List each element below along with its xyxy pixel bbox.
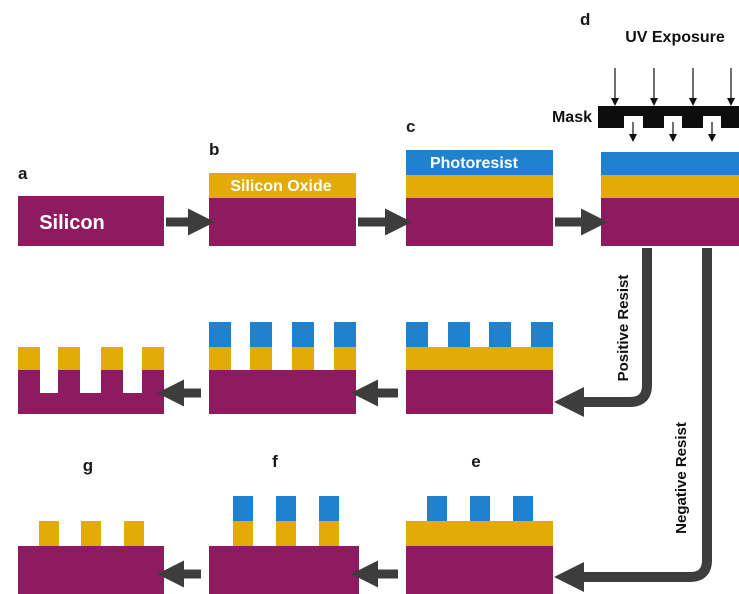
silicon-layer — [406, 370, 553, 414]
oxide-pillar — [209, 347, 231, 370]
photoresist-label: Photoresist — [430, 155, 519, 172]
uv-exposure-label: UV Exposure — [625, 29, 725, 46]
uv-rays — [611, 68, 735, 142]
step-label-g: g — [83, 456, 93, 475]
wafer-b: Silicon Oxide — [209, 173, 356, 246]
positive-etched — [209, 322, 356, 414]
negative-etched-f — [209, 496, 359, 594]
negative-resist-arrow — [554, 248, 712, 592]
oxide-pillar — [292, 347, 314, 370]
oxide-pillar — [81, 521, 101, 546]
resist-block — [276, 496, 296, 521]
silicon-layer — [18, 546, 164, 594]
oxide-layer — [406, 175, 553, 198]
oxide-layer — [406, 521, 553, 546]
step-label-b: b — [209, 140, 219, 159]
oxide-pillar — [18, 347, 40, 370]
step-label-e: e — [471, 452, 480, 471]
oxide-layer — [209, 173, 356, 198]
resist-block — [513, 496, 533, 521]
resist-block — [292, 322, 314, 347]
resist-block — [209, 322, 231, 347]
silicon-layer — [406, 198, 553, 246]
wafer-c: Photoresist — [406, 150, 553, 246]
mask — [598, 106, 739, 128]
wafer-a: Silicon — [18, 196, 164, 246]
oxide-pillar — [58, 347, 80, 370]
oxide-pillar — [233, 521, 253, 546]
resist-block — [250, 322, 272, 347]
resist-block — [531, 322, 553, 347]
mask-label: Mask — [552, 109, 592, 126]
step-label-f: f — [272, 452, 278, 471]
oxide-pillar — [124, 521, 144, 546]
resist-block — [470, 496, 490, 521]
step-label-a: a — [18, 164, 28, 183]
oxide-pillar — [250, 347, 272, 370]
resist-block — [334, 322, 356, 347]
silicon-layer — [209, 546, 359, 594]
silicon-layer — [209, 198, 356, 246]
wafer-d — [601, 152, 739, 246]
silicon-layer — [18, 196, 164, 246]
oxide-pillar — [39, 521, 59, 546]
oxide-layer — [601, 175, 739, 198]
oxide-pillar — [334, 347, 356, 370]
resist-block — [448, 322, 470, 347]
oxide-pillar — [101, 347, 123, 370]
silicon-label: Silicon — [39, 212, 105, 234]
step-label-d: d — [580, 10, 590, 29]
oxide-layer — [406, 347, 553, 370]
resist-block — [489, 322, 511, 347]
silicon-oxide-label: Silicon Oxide — [230, 178, 331, 195]
negative-resist-label: Negative Resist — [673, 422, 690, 534]
resist-block — [319, 496, 339, 521]
silicon-layer — [601, 198, 739, 246]
silicon-layer — [209, 370, 356, 414]
photoresist-layer — [601, 152, 739, 175]
oxide-pillar — [319, 521, 339, 546]
negative-developed-e — [406, 496, 553, 594]
resist-block — [427, 496, 447, 521]
positive-resist-label: Positive Resist — [615, 275, 632, 382]
negative-final-g — [18, 521, 164, 594]
silicon-layer — [406, 546, 553, 594]
photoresist-layer — [406, 150, 553, 175]
positive-final — [18, 347, 164, 414]
positive-developed — [406, 322, 553, 414]
resist-block — [406, 322, 428, 347]
resist-block — [233, 496, 253, 521]
positive-resist-arrow — [554, 248, 652, 417]
oxide-pillar — [142, 347, 164, 370]
oxide-pillar — [276, 521, 296, 546]
step-label-c: c — [406, 117, 415, 136]
silicon-trenched — [18, 370, 164, 414]
